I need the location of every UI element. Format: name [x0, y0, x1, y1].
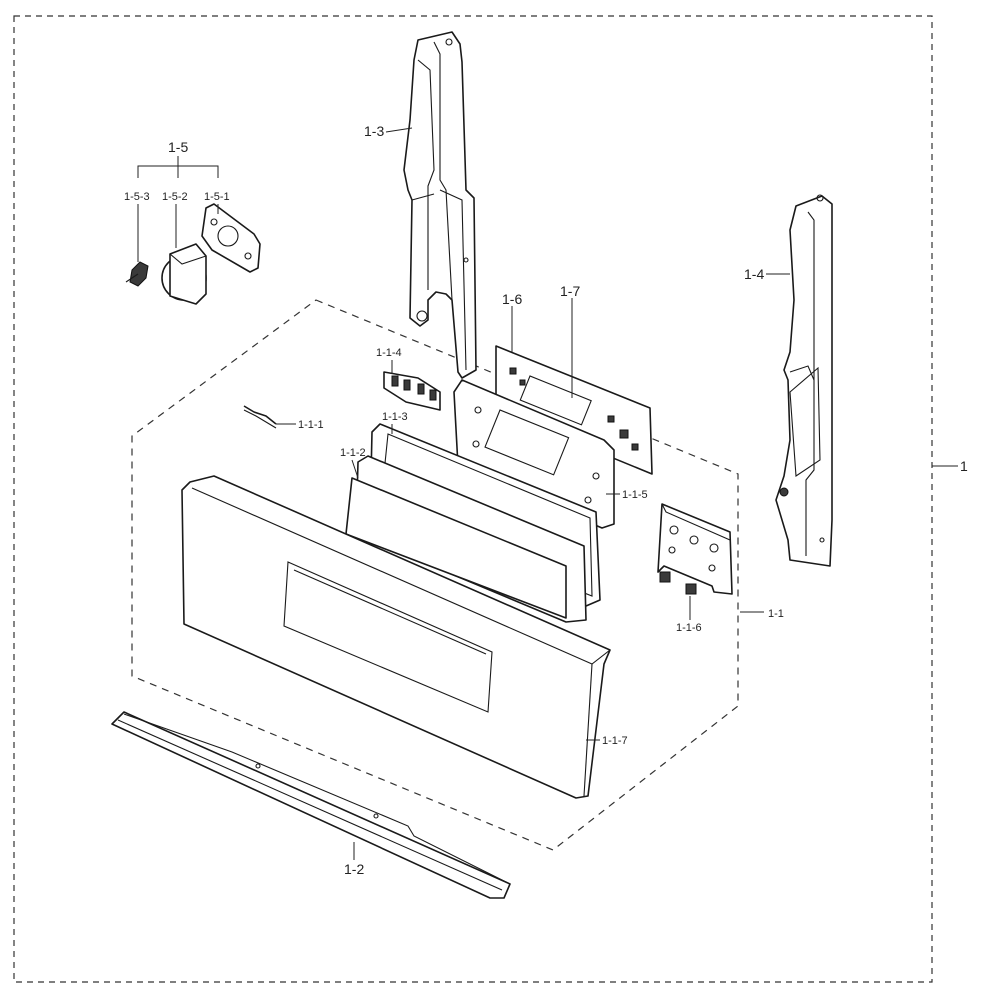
connector-block [383, 371, 441, 411]
control-panel-boundary [131, 299, 739, 851]
callout-labels: 1 1-1 1-1-1 1-1-2 1-1-3 1-1-4 1-1-5 1-1-… [124, 123, 968, 877]
sub-bracket [657, 503, 733, 595]
label-1-1-5: 1-1-5 [622, 489, 648, 501]
label-1-4: 1-4 [744, 266, 764, 282]
label-1-1-3: 1-1-3 [382, 411, 408, 423]
label-1-5-1: 1-5-1 [204, 191, 230, 203]
label-1-5-2: 1-5-2 [162, 191, 188, 203]
label-1-3: 1-3 [364, 123, 384, 139]
mounting-plate [453, 379, 615, 529]
main-pcb [495, 345, 653, 475]
label-1-1: 1-1 [768, 608, 784, 620]
label-1-6: 1-6 [502, 291, 522, 307]
assembly-boundary [13, 15, 933, 983]
front-control-panel [181, 475, 611, 799]
left-side-bracket [403, 31, 477, 379]
label-1-5-3: 1-5-3 [124, 191, 150, 203]
label-1-5: 1-5 [168, 139, 188, 155]
label-1-1-2: 1-1-2 [340, 447, 366, 459]
label-1-7: 1-7 [560, 283, 580, 299]
label-1-1-7: 1-1-7 [602, 735, 628, 747]
motor-assembly [125, 203, 261, 305]
panel-sheet [345, 477, 567, 619]
label-1: 1 [960, 458, 968, 474]
label-1-1-1: 1-1-1 [298, 419, 324, 431]
trim-bar [111, 711, 511, 899]
right-side-bracket [775, 194, 833, 567]
wire-harness [243, 405, 277, 429]
label-1-1-6: 1-1-6 [676, 622, 702, 634]
leader-lines [137, 127, 958, 860]
label-1-1-4: 1-1-4 [376, 347, 402, 359]
label-1-2: 1-2 [344, 861, 364, 877]
